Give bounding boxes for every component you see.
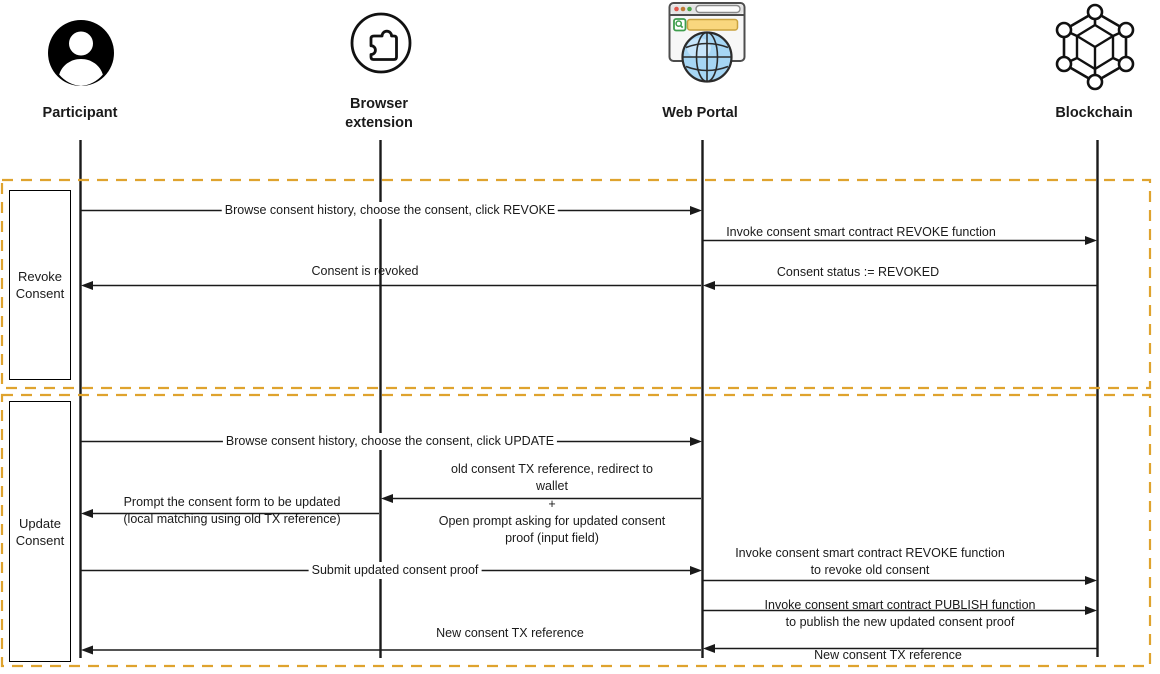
message-line: to publish the new updated consent proof xyxy=(785,615,1015,629)
search-bar xyxy=(686,18,739,31)
group-label-revoke-consent: Revoke Consent xyxy=(9,190,71,380)
actor-blockchain xyxy=(1051,3,1139,96)
message-label-m11: New consent TX reference xyxy=(814,648,962,662)
message-label-m6-bottom: + Open prompt asking for updated consent… xyxy=(439,496,666,547)
message-label-m2: Invoke consent smart contract REVOKE fun… xyxy=(726,225,996,239)
address-bar xyxy=(695,4,741,14)
message-label-m3: Consent status := REVOKED xyxy=(776,265,940,279)
message-label-m1: Browse consent history, choose the conse… xyxy=(221,202,559,219)
message-line: to revoke old consent xyxy=(810,563,930,577)
message-line: (local matching using old TX reference) xyxy=(123,512,341,526)
magnifier-icon xyxy=(675,20,683,27)
actor-label-line2: extension xyxy=(345,115,413,131)
message-label-m8: Submit updated consent proof xyxy=(308,562,482,579)
arrowhead-m1 xyxy=(690,206,702,215)
actor-label-participant: Participant xyxy=(42,105,118,121)
arrowhead-m10 xyxy=(1085,606,1097,615)
actor-participant xyxy=(46,18,116,93)
browser-dot-green xyxy=(687,6,692,12)
person-icon xyxy=(48,20,114,86)
message-line: Open prompt asking for updated consent xyxy=(438,514,666,528)
arrowhead-m3 xyxy=(703,281,715,290)
message-arrows xyxy=(81,206,1097,655)
message-line: Invoke consent smart contract PUBLISH fu… xyxy=(764,598,1036,612)
arrowhead-m11 xyxy=(703,644,715,653)
message-line: Prompt the consent form to be updated xyxy=(123,495,341,509)
group-frame-update xyxy=(0,393,1152,668)
group-label-update-consent: Update Consent xyxy=(9,401,71,662)
arrowhead-m8 xyxy=(690,566,702,575)
message-label-m6-top: old consent TX reference, redirect to wa… xyxy=(451,461,653,495)
message-label-m5: Browse consent history, choose the conse… xyxy=(222,433,558,450)
actor-web-portal xyxy=(666,1,748,90)
puzzle-icon xyxy=(350,12,412,74)
group-frames xyxy=(0,178,1152,668)
message-label-m9: Invoke consent smart contract REVOKE fun… xyxy=(735,545,1005,579)
actor-label-web-portal: Web Portal xyxy=(662,105,738,121)
blockchain-network-icon xyxy=(1055,3,1135,91)
message-line: Invoke consent smart contract REVOKE fun… xyxy=(735,546,1005,560)
arrowhead-m2 xyxy=(1085,236,1097,245)
actor-browser-extension xyxy=(349,11,413,80)
message-line: old consent TX reference, redirect to xyxy=(451,462,653,476)
actor-label-blockchain: Blockchain xyxy=(1055,105,1133,121)
message-label-m4: Consent is revoked xyxy=(311,264,419,278)
message-line: + xyxy=(548,497,556,511)
message-label-m12: New consent TX reference xyxy=(436,626,584,640)
arrowhead-m9 xyxy=(1085,576,1097,585)
actor-label-browser-extension: Browser extension xyxy=(345,95,413,133)
browser-globe-icon xyxy=(668,2,746,83)
arrowhead-m4 xyxy=(81,281,93,290)
browser-dot-red xyxy=(674,6,679,12)
message-label-m10: Invoke consent smart contract PUBLISH fu… xyxy=(765,597,1036,631)
message-line: wallet xyxy=(536,479,568,493)
arrowhead-m12 xyxy=(81,645,93,655)
arrowhead-m7 xyxy=(81,509,93,518)
message-label-m7: Prompt the consent form to be updated (l… xyxy=(123,494,340,528)
arrowhead-m6 xyxy=(381,494,393,503)
group-frame-revoke xyxy=(0,178,1152,390)
arrowhead-m5 xyxy=(690,437,702,446)
actor-label-line1: Browser xyxy=(349,96,409,112)
message-line: proof (input field) xyxy=(505,531,599,545)
browser-dot-orange xyxy=(680,6,686,12)
